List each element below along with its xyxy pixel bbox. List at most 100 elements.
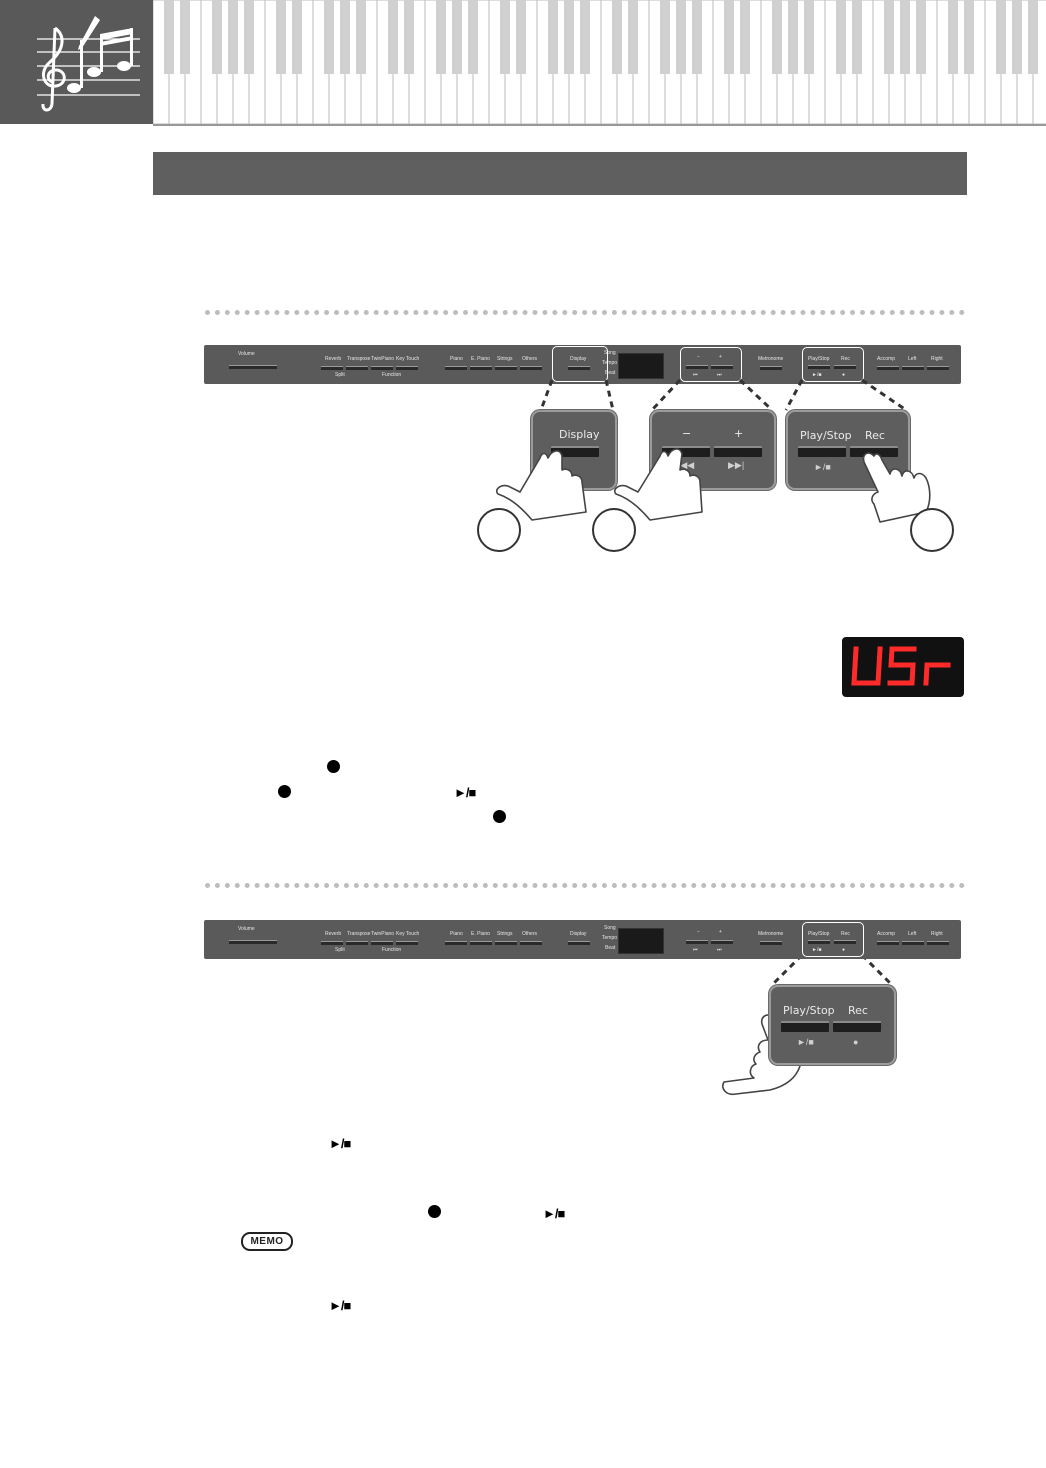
accomp-label: Accomp (877, 356, 896, 362)
zoom-rec-button (833, 1021, 881, 1032)
led-display (842, 637, 964, 697)
step-circle (477, 508, 521, 552)
beat-label: Beat (605, 945, 616, 951)
epiano-label: E. Piano (471, 931, 490, 937)
playstop-symbol: ►/■ (812, 372, 822, 378)
epiano-button (470, 941, 492, 945)
function-label: Function (382, 947, 402, 953)
epiano-button (470, 366, 492, 370)
playstop-button (808, 365, 830, 369)
zoom-display-label: Display (559, 428, 600, 441)
control-panel-illustration: Volume Reverb Transpose TwinPiano Key To… (204, 345, 961, 384)
plus-label: + (719, 929, 722, 935)
volume-slider (229, 365, 277, 369)
plus-button (711, 365, 733, 369)
tempo-label: Tempo (602, 935, 618, 941)
left-label: Left (908, 931, 917, 937)
epiano-label: E. Piano (471, 356, 490, 362)
left-label: Left (908, 356, 917, 362)
rec-button (834, 940, 856, 944)
twinpiano-label: TwinPiano (371, 931, 395, 937)
zoom-playstop-button (798, 446, 846, 457)
display-button (568, 941, 590, 945)
accomp-label: Accomp (877, 931, 896, 937)
music-notes-icon (37, 16, 140, 112)
zoom-playstop-label: Play/Stop (783, 1004, 835, 1017)
display-label: Display (570, 931, 587, 937)
zoom-playstop-symbol: ►/■ (797, 1037, 814, 1047)
zoom-rec-label: Rec (848, 1004, 868, 1017)
rec-dot-icon (327, 760, 340, 773)
zoom-rewind-symbol: |◀◀ (678, 460, 695, 470)
rec-label: Rec (841, 931, 850, 937)
playstop-button (808, 940, 830, 944)
mini-display (618, 353, 664, 379)
zoom-rec-label: Rec (865, 429, 885, 442)
rec-button (834, 365, 856, 369)
next-symbol: ⏭ (717, 372, 722, 378)
transpose-button (346, 366, 368, 370)
right-label: Right (931, 356, 943, 362)
playstop-icon: ►/■ (329, 1298, 351, 1313)
playrec-zoom-box: Play/Stop Rec ►/■ ● (769, 985, 896, 1065)
twinpiano-button (371, 941, 393, 945)
plus-button (711, 940, 733, 944)
dotted-divider (205, 883, 965, 888)
playrec-highlight (802, 922, 864, 957)
zoom-minus-label: − (682, 427, 692, 440)
playstop-label: Play/Stop (808, 356, 830, 362)
rec-dot-icon (278, 785, 291, 798)
reverb-button (321, 366, 343, 370)
metronome-button (760, 941, 782, 945)
accomp-button (877, 366, 899, 370)
song-label: Song (604, 350, 616, 356)
minus-button (686, 940, 708, 944)
playstop-label: Play/Stop (808, 931, 830, 937)
others-button (520, 941, 542, 945)
control-panel-illustration: Volume Reverb Transpose TwinPiano Key To… (204, 920, 961, 959)
beat-label: Beat (605, 370, 616, 376)
keytouch-label: Key Touch (396, 356, 420, 362)
display-highlight (552, 346, 608, 382)
plus-label: + (719, 354, 722, 360)
others-button (520, 366, 542, 370)
zoom-rec-symbol: ● (853, 1037, 859, 1047)
metronome-label: Metronome (758, 931, 784, 937)
volume-slider (229, 940, 277, 944)
hand-icon (495, 450, 587, 521)
step-circle (592, 508, 636, 552)
keytouch-label: Key Touch (396, 931, 420, 937)
strings-button (495, 366, 517, 370)
transpose-label: Transpose (347, 356, 371, 362)
rec-label: Rec (841, 356, 850, 362)
zoom-display-button (551, 446, 599, 457)
memo-badge: MEMO (241, 1232, 293, 1251)
others-label: Others (522, 931, 538, 937)
playstop-icon: ►/■ (543, 1206, 565, 1221)
dotted-divider (205, 310, 965, 315)
left-button (902, 941, 924, 945)
transpose-button (346, 941, 368, 945)
piano-label: Piano (450, 931, 463, 937)
prev-symbol: ⏮ (693, 947, 698, 953)
reverb-button (321, 941, 343, 945)
keytouch-button (396, 941, 418, 945)
metronome-button (760, 366, 782, 370)
right-button (927, 366, 949, 370)
transpose-label: Transpose (347, 931, 371, 937)
strings-label: Strings (497, 356, 513, 362)
volume-label: Volume (238, 351, 255, 357)
song-label: Song (604, 925, 616, 931)
zoom-rec-button (850, 446, 898, 457)
mini-display (618, 928, 664, 954)
piano-button (445, 941, 467, 945)
value-highlight (680, 347, 742, 382)
minus-button (686, 365, 708, 369)
right-label: Right (931, 931, 943, 937)
playstop-icon: ►/■ (454, 785, 476, 800)
chapter-logo (0, 0, 153, 124)
zoom-plus-button (714, 446, 762, 457)
rec-dot-icon (493, 810, 506, 823)
